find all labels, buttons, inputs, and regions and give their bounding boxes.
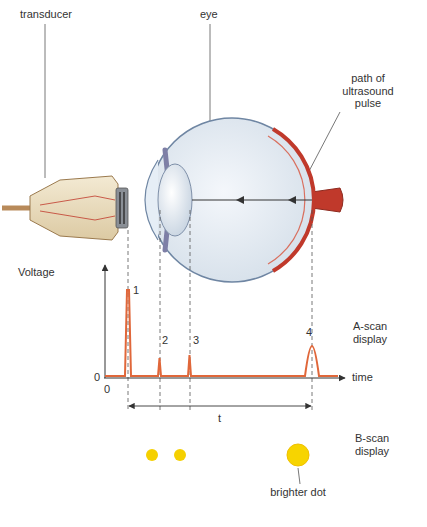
leader-line xyxy=(298,468,300,484)
axis-value: 0 xyxy=(94,371,100,384)
signal-trace xyxy=(105,290,338,376)
dimension-label: t xyxy=(218,412,221,425)
axis xyxy=(105,265,106,378)
callout-number: 1 xyxy=(133,284,139,297)
part-label: brighter dot xyxy=(268,486,328,499)
bscan-dot xyxy=(146,449,158,461)
axis-label: time xyxy=(352,371,373,384)
bscan-dot xyxy=(287,444,309,466)
callout-number: 2 xyxy=(162,334,168,347)
axis-value: 0 xyxy=(104,383,110,396)
callout-number: 4 xyxy=(306,326,312,339)
part-label: path of ultrasound pulse xyxy=(336,72,400,110)
dimension-arrow xyxy=(129,406,311,407)
display-label: A-scan display xyxy=(340,320,400,345)
part-label: eye xyxy=(200,8,218,21)
bscan-dot xyxy=(174,449,186,461)
leader-line xyxy=(210,24,211,125)
part-label: transducer xyxy=(20,8,72,21)
leader-line xyxy=(45,24,46,178)
callout-number: 3 xyxy=(193,334,199,347)
guide-line xyxy=(128,210,312,412)
axis-label: Voltage xyxy=(18,266,55,279)
display-label: B-scan display xyxy=(342,432,402,457)
axis xyxy=(104,378,345,379)
eye xyxy=(145,118,343,282)
transducer xyxy=(2,176,128,240)
